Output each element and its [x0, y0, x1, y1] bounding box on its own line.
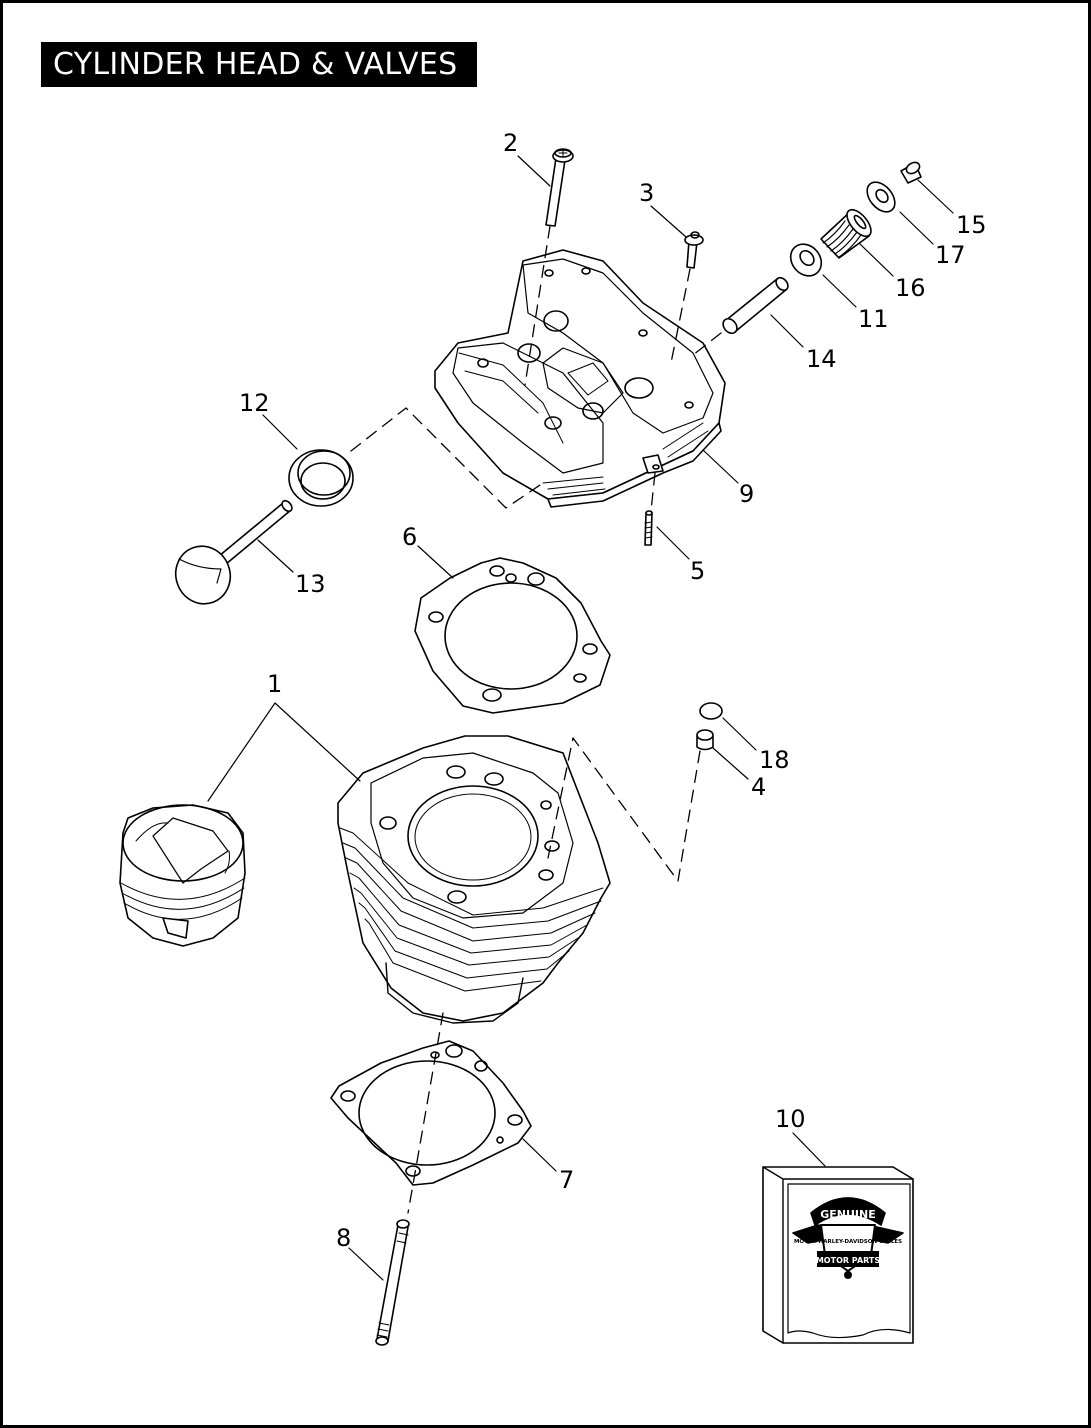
callout-11: 11	[858, 305, 889, 333]
callout-10: 10	[775, 1105, 806, 1133]
part-9-cylinder-head	[434, 249, 726, 508]
logo-top-text: GENUINE	[820, 1208, 876, 1221]
part-17-spring-retainer	[866, 181, 896, 213]
callout-4: 4	[751, 773, 766, 801]
callout-9: 9	[739, 480, 754, 508]
callout-5: 5	[690, 557, 705, 585]
exploded-view: GENUINE MOTOR HARLEY-DAVIDSON CYCLES MOT…	[119, 129, 987, 1346]
callout-6: 6	[402, 523, 417, 551]
part-5-stud	[644, 510, 653, 546]
part-10-gasket-kit: GENUINE MOTOR HARLEY-DAVIDSON CYCLES MOT…	[762, 1166, 914, 1344]
part-3-bolt	[684, 231, 704, 269]
part-14-valve-guide	[722, 276, 789, 335]
part-11-spring-seat	[789, 243, 823, 277]
callout-15: 15	[956, 211, 987, 239]
part-7-base-gasket	[330, 1040, 532, 1186]
part-16-valve-spring	[820, 208, 872, 259]
callout-2: 2	[503, 129, 518, 157]
part-12-valve-seat	[288, 449, 354, 507]
part-1-piston	[119, 804, 246, 947]
harley-davidson-genuine-motor-parts-logo: GENUINE MOTOR HARLEY-DAVIDSON CYCLES MOT…	[792, 1197, 904, 1279]
callout-8: 8	[336, 1224, 351, 1252]
part-2-head-bolt	[545, 148, 574, 227]
part-13-valve	[174, 499, 293, 605]
part-6-head-gasket	[414, 557, 611, 714]
part-4-dowel	[696, 729, 714, 751]
assembly-centre-lines	[350, 225, 722, 1214]
callout-numbers: 1 2 3 4 5 6 7 8 9 10 11 12 13 14 15 16 1…	[239, 129, 987, 1252]
logo-bottom-text: MOTOR PARTS	[816, 1256, 881, 1265]
callout-16: 16	[895, 274, 926, 302]
leader-lines	[207, 155, 954, 1281]
callout-14: 14	[806, 345, 837, 373]
part-8-cylinder-stud	[375, 1219, 410, 1346]
callout-18: 18	[759, 746, 790, 774]
callout-13: 13	[295, 570, 326, 598]
part-15-valve-keeper	[900, 161, 922, 184]
part-18-o-ring	[699, 702, 723, 720]
callout-3: 3	[639, 179, 654, 207]
callout-1: 1	[267, 670, 282, 698]
part-1-cylinder	[337, 735, 611, 1024]
callout-17: 17	[935, 241, 966, 269]
logo-badge-text: MOTOR HARLEY-DAVIDSON CYCLES	[794, 1239, 902, 1245]
diagram-title: CYLINDER HEAD & VALVES	[41, 42, 477, 87]
callout-12: 12	[239, 389, 270, 417]
callout-7: 7	[559, 1166, 574, 1194]
